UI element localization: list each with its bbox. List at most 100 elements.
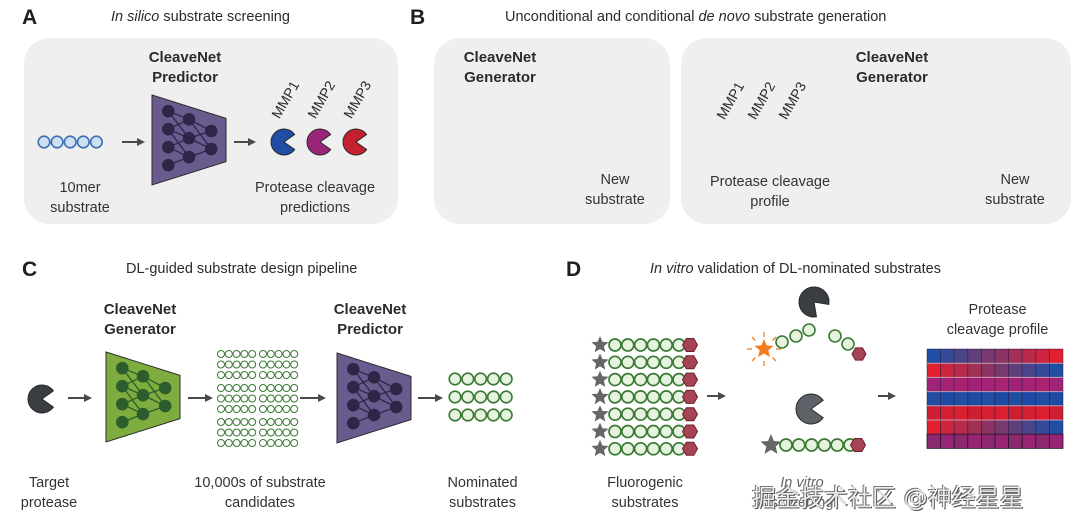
candidate-bead bbox=[266, 428, 275, 437]
candidate-bead bbox=[248, 439, 257, 447]
substrate-bead-green bbox=[633, 441, 648, 456]
protease-mmp1-icon bbox=[270, 128, 296, 156]
network-node bbox=[161, 104, 175, 118]
heatmap-cell bbox=[1008, 391, 1023, 407]
heatmap-cell bbox=[981, 419, 996, 435]
heatmap-cell bbox=[1035, 391, 1050, 407]
substrate-bead-green bbox=[646, 390, 661, 404]
candidate-bead bbox=[224, 394, 233, 403]
network-node bbox=[136, 370, 150, 383]
substrate-bead-green bbox=[620, 355, 635, 370]
candidate-bead bbox=[259, 350, 267, 358]
heatmap-cell bbox=[994, 405, 1010, 421]
candidate-bead bbox=[232, 418, 241, 426]
candidate-bead bbox=[217, 418, 225, 426]
heatmap-cell bbox=[926, 419, 942, 435]
nominated-bead bbox=[499, 408, 513, 422]
candidate-bead bbox=[224, 384, 233, 392]
watermark: 掘金技术社区 @神经星星 bbox=[752, 484, 1024, 512]
candidate-bead bbox=[266, 394, 275, 403]
nominated-bead bbox=[448, 372, 462, 386]
panel-d-title: In vitro validation of DL-nominated subs… bbox=[650, 261, 941, 277]
candidate-bead bbox=[266, 439, 275, 447]
fluorescence-burst-line bbox=[751, 357, 756, 362]
fluorophore-star-icon bbox=[591, 387, 609, 405]
candidate-bead bbox=[217, 384, 225, 392]
network-node bbox=[136, 388, 150, 402]
heatmap-cell bbox=[1049, 405, 1064, 421]
candidate-bead bbox=[266, 418, 275, 426]
candidate-bead bbox=[259, 360, 267, 369]
candidate-bead bbox=[282, 371, 291, 379]
candidate-bead bbox=[224, 371, 233, 379]
heatmap-cell bbox=[981, 405, 996, 421]
nominated-bead bbox=[486, 408, 501, 422]
fluorescence-burst-line bbox=[751, 336, 756, 341]
substrate-bead-green bbox=[608, 338, 622, 352]
candidate-bead bbox=[240, 384, 249, 392]
candidate-bead bbox=[217, 428, 225, 437]
network-node bbox=[367, 371, 381, 384]
fluorescence-burst-line bbox=[772, 357, 777, 362]
heatmap-cell bbox=[940, 419, 955, 435]
heatmap-cell bbox=[1049, 362, 1064, 378]
candidate-bead bbox=[224, 418, 233, 426]
candidate-bead bbox=[248, 350, 257, 358]
heatmap-cell bbox=[953, 433, 969, 449]
candidate-bead bbox=[290, 428, 299, 437]
heatmap-cell bbox=[926, 376, 942, 392]
panel-a-title-rest: substrate screening bbox=[159, 9, 290, 25]
network-node bbox=[367, 389, 381, 403]
cleaved-fragment-bead bbox=[828, 329, 842, 343]
substrate-bead-green bbox=[804, 438, 819, 452]
candidate-bead bbox=[274, 394, 283, 403]
candidate-bead bbox=[282, 384, 291, 392]
substrate-bead-green bbox=[620, 372, 635, 387]
heatmap-cell bbox=[1021, 362, 1037, 378]
network-node bbox=[204, 124, 218, 138]
substrate-bead-blue bbox=[37, 135, 51, 149]
nominated-bead bbox=[461, 372, 475, 386]
heatmap-cell bbox=[926, 433, 942, 449]
heatmap-cell bbox=[981, 348, 996, 364]
candidate-bead bbox=[274, 418, 283, 426]
substrate-bead-green bbox=[633, 355, 648, 370]
cleaved-fragment-bead bbox=[841, 337, 855, 351]
candidate-bead bbox=[274, 350, 283, 358]
candidate-bead bbox=[259, 384, 267, 392]
arrow-icon bbox=[718, 392, 726, 400]
panel-b-right-box bbox=[681, 38, 1071, 224]
substrate-bead-green bbox=[646, 441, 661, 456]
network-node bbox=[115, 379, 129, 393]
panel-letter-d: D bbox=[566, 258, 582, 281]
quencher-hexagon-icon bbox=[851, 347, 867, 361]
protease-cleaving-icon bbox=[798, 286, 830, 318]
panel-a-title: In silico substrate screening bbox=[111, 9, 290, 25]
nominated-bead bbox=[473, 408, 488, 422]
candidate-bead bbox=[224, 428, 233, 437]
candidate-bead bbox=[259, 371, 267, 379]
candidate-bead bbox=[266, 384, 275, 392]
candidate-bead bbox=[217, 405, 225, 413]
fluorophore-star-icon bbox=[591, 353, 609, 370]
substrate-bead-green bbox=[830, 438, 845, 452]
network-node bbox=[158, 399, 172, 413]
substrate-bead-green bbox=[659, 407, 674, 422]
substrate-bead-green bbox=[659, 338, 674, 352]
heatmap-cell bbox=[1049, 419, 1064, 435]
candidate-bead bbox=[248, 371, 257, 379]
candidate-bead bbox=[290, 439, 299, 447]
network-node bbox=[115, 361, 129, 375]
candidate-bead bbox=[274, 360, 283, 369]
candidate-bead bbox=[248, 418, 257, 426]
heatmap-cell bbox=[953, 391, 969, 407]
heatmap-cell bbox=[1049, 376, 1064, 392]
substrate-bead-green bbox=[646, 338, 661, 352]
candidate-bead bbox=[282, 439, 291, 447]
network-node bbox=[115, 415, 129, 429]
